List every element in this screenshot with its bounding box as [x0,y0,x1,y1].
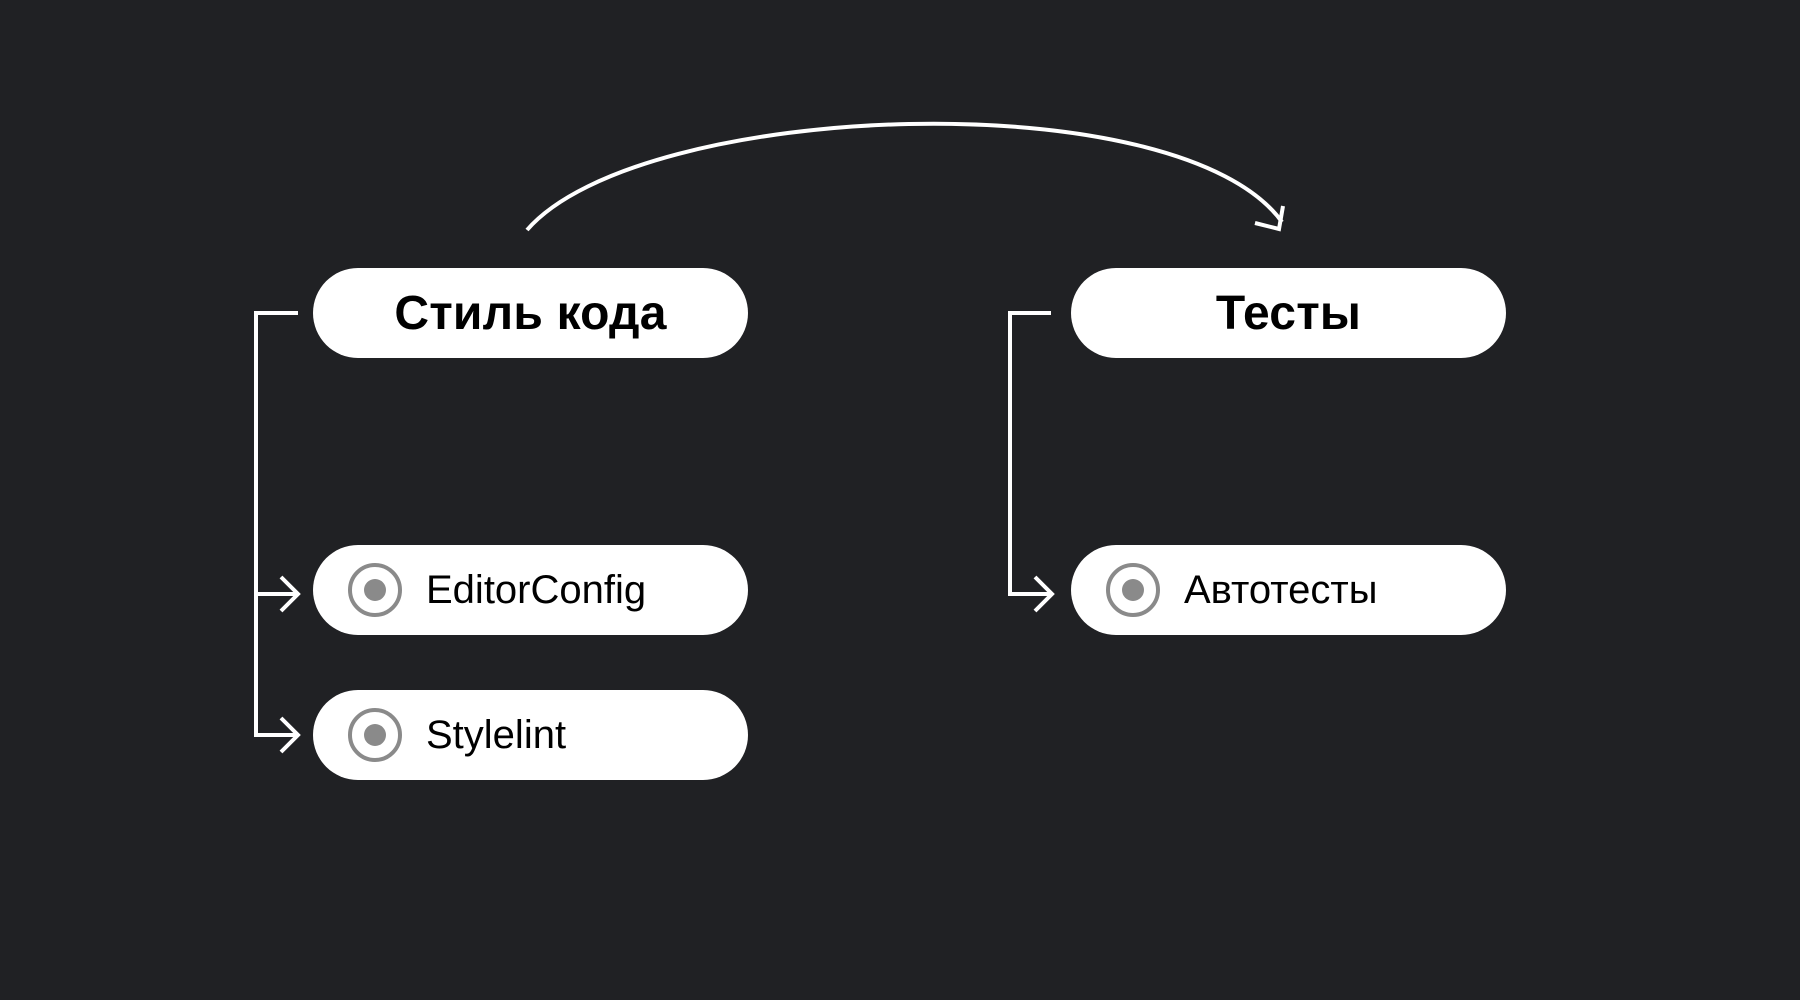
node-autotests: Автотесты [1071,545,1506,635]
node-title: Стиль кода [394,286,667,340]
node-editorconfig: EditorConfig [313,545,748,635]
node-label: Stylelint [426,712,567,757]
arrowhead-stylelint [279,716,301,754]
radio-icon [1106,563,1160,617]
arrowhead-autotests [1033,575,1055,613]
arrowhead-editorconfig [279,575,301,613]
node-label: EditorConfig [426,567,647,612]
node-label: Автотесты [1184,567,1378,612]
flow-arrowhead [1254,205,1285,232]
tree-connector-tests [1008,311,1051,596]
node-stylelint: Stylelint [313,690,748,780]
radio-icon [348,708,402,762]
flow-arrow-curve [525,121,1284,232]
node-code-style: Стиль кода [313,268,748,358]
node-tests: Тесты [1071,268,1506,358]
tree-connector-style [254,311,298,737]
radio-icon [348,563,402,617]
node-title: Тесты [1215,286,1362,340]
